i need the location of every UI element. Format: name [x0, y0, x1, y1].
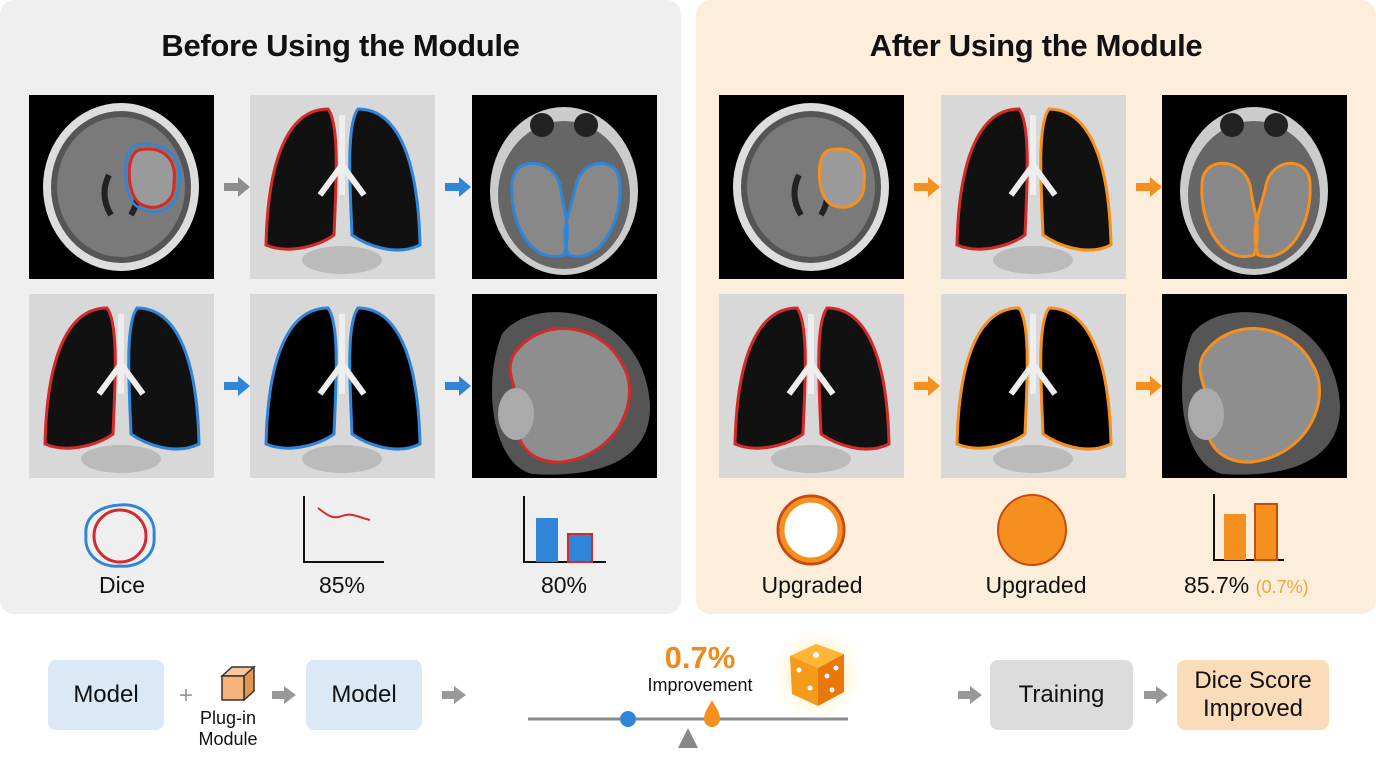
metric-upgraded-1: Upgraded: [761, 572, 863, 598]
metric-85-7: 85.7% (0.7%): [1184, 572, 1364, 599]
before-scan-image: [250, 95, 435, 279]
before-title: Before Using the Module: [161, 28, 520, 63]
metric-value: 85.7%: [1184, 572, 1250, 598]
before-scan-image: [29, 95, 214, 279]
line-chart-icon: [303, 496, 384, 563]
improvement-value: 0.7%: [664, 640, 736, 675]
arrow-icon: [1136, 376, 1162, 396]
dice-icon: [772, 628, 864, 720]
bar-chart-icon: [523, 496, 606, 563]
arrow-icon: [445, 376, 471, 396]
arrow-icon: [442, 686, 466, 704]
upgraded-disc-icon: [997, 494, 1067, 566]
model-box-before: Model: [48, 660, 164, 730]
before-scan-image: [472, 294, 657, 478]
after-title: After Using the Module: [869, 28, 1203, 63]
metric-dice: Dice: [98, 572, 145, 598]
before-scan-image: [250, 294, 435, 478]
arrow-icon: [1144, 686, 1168, 704]
arrow-icon: [914, 376, 940, 396]
arrow-icon: [914, 177, 940, 197]
plugin-cube-icon: [220, 665, 256, 702]
arrow-icon: [958, 686, 982, 704]
dice-score-improved-box: Dice Score Improved: [1177, 660, 1329, 730]
after-scan-image: [1162, 95, 1347, 279]
metric-upgraded-2: Upgraded: [985, 572, 1087, 598]
arrow-icon: [1136, 177, 1162, 197]
metric-80: 80%: [540, 572, 588, 598]
arrow-icon: [224, 177, 250, 197]
training-box: Training: [990, 660, 1133, 730]
after-scan-image: [719, 294, 904, 478]
baseline-marker: [620, 711, 636, 727]
before-scan-image: [29, 294, 214, 478]
after-scan-image: [941, 294, 1126, 478]
plugin-module-label: Plug-in Module: [198, 708, 258, 749]
after-scan-image: [719, 95, 904, 279]
bar-chart-improved-icon: [1213, 494, 1284, 561]
arrow-icon: [272, 686, 296, 704]
after-scan-image: [1162, 294, 1347, 478]
dice-overlap-icon: [84, 503, 156, 568]
model-box-after: Model: [306, 660, 422, 730]
arrow-icon: [445, 177, 471, 197]
arrow-icon: [224, 376, 250, 396]
improved-marker: [704, 700, 720, 727]
improvement-label: Improvement: [647, 675, 753, 695]
plus-sign: +: [178, 682, 193, 709]
improvement-slider: [528, 700, 848, 748]
pivot-triangle: [678, 728, 698, 748]
before-scan-image: [472, 95, 657, 279]
metric-delta: (0.7%): [1255, 577, 1309, 597]
metric-85: 85%: [318, 572, 366, 598]
upgraded-ring-icon: [776, 494, 846, 566]
after-scan-image: [941, 95, 1126, 279]
